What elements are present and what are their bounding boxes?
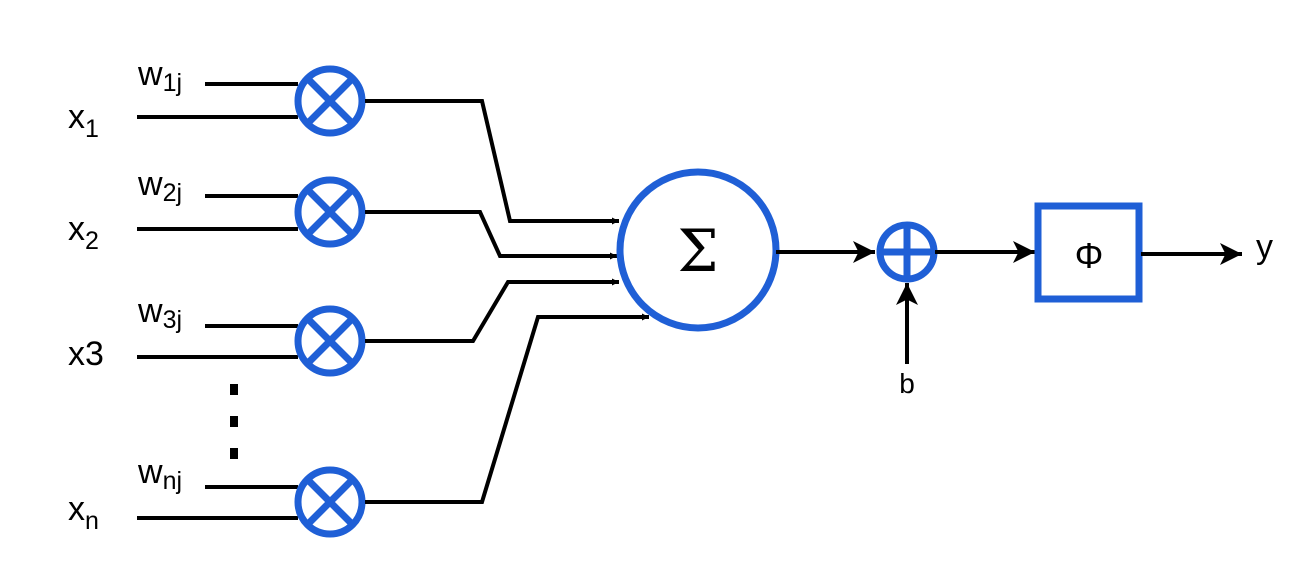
- weight-label-w1j: w1j: [137, 55, 182, 97]
- input-label-x2: x2: [68, 210, 99, 255]
- circled-plus-icon: [876, 221, 938, 283]
- input-row-1: x1 w1j: [68, 55, 366, 143]
- circled-times-icon: [294, 65, 366, 137]
- weight-label-w3j: w3j: [137, 292, 182, 334]
- connector-n: [365, 313, 649, 504]
- weight-label-wnj: wnj: [137, 453, 182, 495]
- input-label-x3: x3: [68, 335, 104, 373]
- bias-label: b: [899, 368, 915, 399]
- sum-symbol: Σ: [677, 217, 718, 285]
- circled-times-icon: [294, 305, 366, 377]
- circled-times-icon: [294, 466, 366, 538]
- phi-box: Φ: [1034, 202, 1143, 303]
- sigma-node: Σ: [616, 168, 780, 332]
- input-label-x1: x1: [68, 98, 99, 143]
- activation-symbol: Φ: [1075, 235, 1104, 276]
- connector-3: [365, 278, 619, 343]
- connector-2: [365, 210, 617, 260]
- input-row-n: xn wnj: [68, 453, 366, 538]
- input-row-3: x3 w3j: [68, 292, 366, 377]
- vertical-ellipsis: [230, 384, 238, 459]
- input-label-xn: xn: [68, 490, 99, 535]
- output-label: y: [1256, 228, 1273, 266]
- input-row-2: x2 w2j: [68, 165, 366, 255]
- connector-1: [365, 99, 619, 225]
- circled-times-icon: [294, 176, 366, 248]
- weight-label-w2j: w2j: [137, 165, 182, 207]
